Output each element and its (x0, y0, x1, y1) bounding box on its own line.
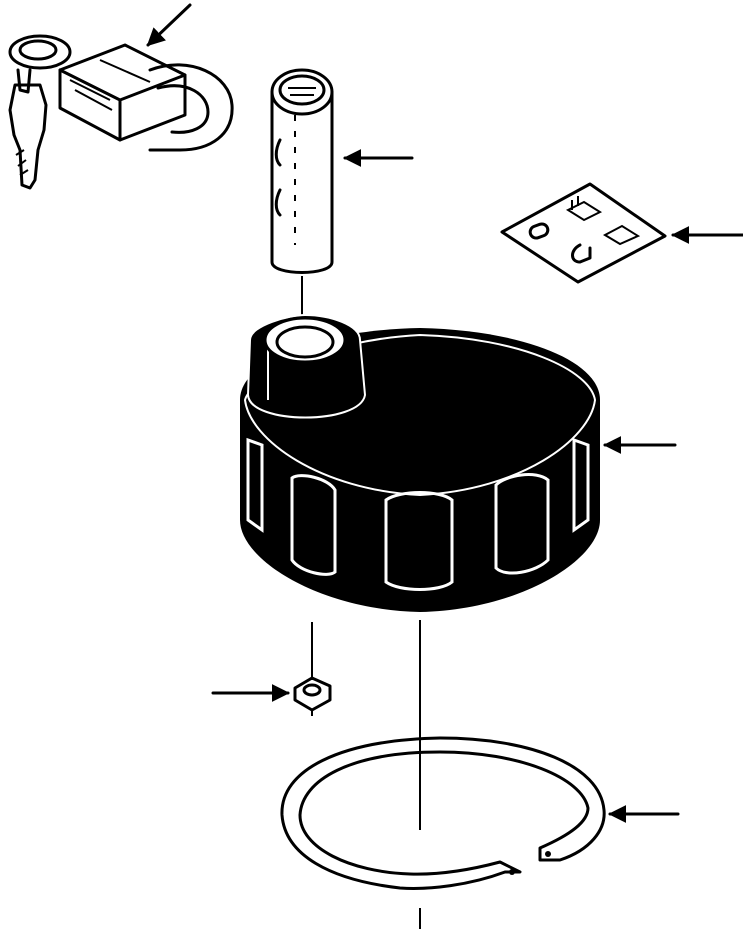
callout-arrow-padlock (146, 3, 192, 47)
padlock-icon (8, 34, 234, 190)
snap-ring-icon (280, 736, 606, 890)
decal-icon (500, 182, 667, 284)
key-icon (8, 34, 72, 190)
fuel-cap-icon (240, 313, 600, 612)
cylinder-pin-icon (270, 68, 334, 274)
washer-icon (293, 676, 332, 712)
